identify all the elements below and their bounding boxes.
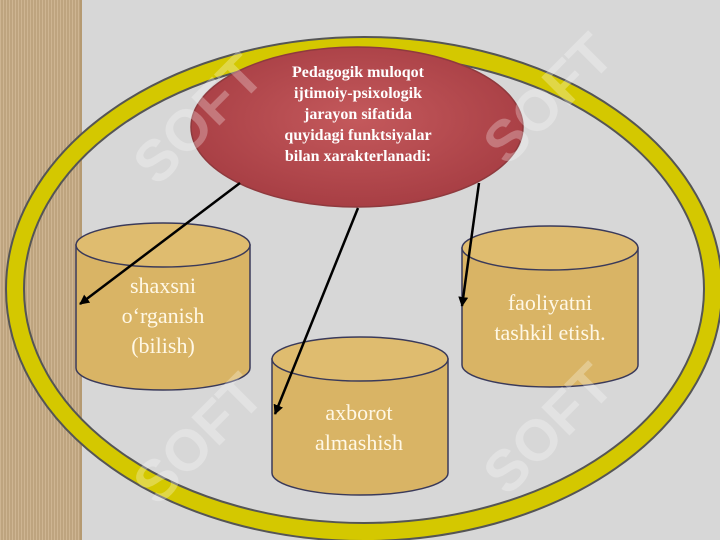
label-line: faoliyatni	[507, 290, 593, 315]
label-line: almashish	[315, 430, 403, 455]
left-decorative-stripe	[0, 0, 80, 540]
label-line: shaxsni	[130, 273, 196, 298]
arrow-to-left-cylinder	[79, 182, 241, 305]
cylinder-right	[461, 225, 639, 388]
center-line: Pedagogik muloqot	[291, 64, 424, 81]
label-line: (bilish)	[131, 333, 195, 358]
center-title: Pedagogik muloqot ijtimoiy-psixologik ja…	[238, 62, 478, 167]
cylinder-left-label: shaxsni o‘rganish (bilish)	[78, 271, 248, 361]
label-line: o‘rganish	[121, 303, 205, 328]
center-ellipse	[190, 46, 524, 208]
outer-ring-fill	[7, 38, 720, 540]
label-line: axborot	[325, 400, 393, 425]
label-line: tashkil etish.	[494, 320, 606, 345]
arrow-to-middle-cylinder	[273, 207, 360, 415]
cylinder-middle-label: axborot almashish	[274, 398, 444, 458]
center-line: ijtimoiy-psixologik	[293, 85, 422, 102]
center-line: quyidagi funktsiyalar	[284, 127, 432, 144]
cylinder-middle	[271, 336, 449, 496]
center-line: jarayon sifatida	[304, 106, 412, 123]
cylinder-left	[75, 222, 251, 391]
center-line: bilan xarakterlanadi:	[284, 148, 432, 165]
arrow-to-right-cylinder	[458, 182, 481, 307]
cylinder-right-label: faoliyatni tashkil etish.	[462, 288, 638, 348]
